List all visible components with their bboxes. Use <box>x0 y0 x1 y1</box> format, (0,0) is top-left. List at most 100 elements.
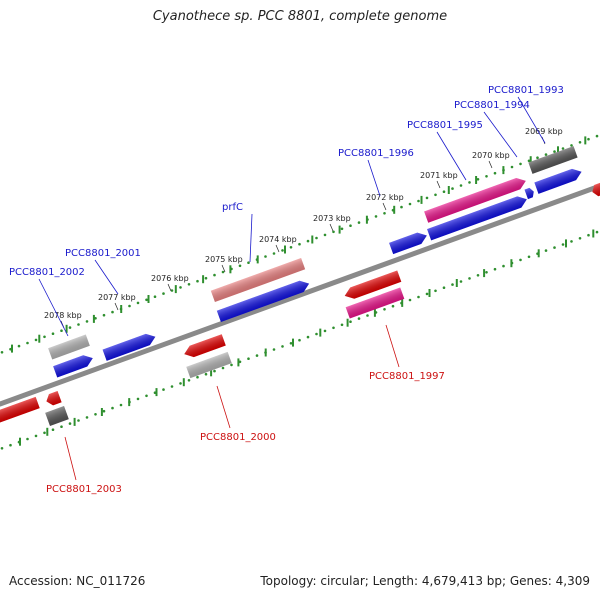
lower-track-dot <box>51 428 55 432</box>
gene-label-leader <box>367 159 381 197</box>
upper-track-dot <box>519 162 522 166</box>
gene-feature[interactable] <box>343 270 402 301</box>
gene-feature[interactable] <box>44 390 62 407</box>
upper-track-dot <box>544 153 548 156</box>
lower-track-dot <box>595 230 599 234</box>
upper-track-dot <box>374 215 378 218</box>
upper-track-dot <box>425 196 429 200</box>
lower-track-dot <box>527 255 531 259</box>
upper-track-dot <box>485 175 488 178</box>
gene-feature[interactable] <box>186 351 232 379</box>
gene-label[interactable]: PCC8801_1993 <box>488 85 564 96</box>
tick-label: 2077 kbp <box>98 293 136 302</box>
lower-track-dot <box>570 240 573 243</box>
gene-label[interactable]: PCC8801_2000 <box>200 432 276 443</box>
lower-track-dot <box>85 416 89 419</box>
lower-track-dot <box>281 345 284 348</box>
lower-track-dot <box>145 394 148 398</box>
lower-track-dot <box>459 280 463 283</box>
upper-track-dot <box>442 190 446 193</box>
lower-track-dot <box>255 354 259 357</box>
lower-track-dot <box>408 298 412 302</box>
tick-label: 2074 kbp <box>259 235 297 244</box>
lower-track-dot <box>272 348 276 351</box>
gene-feature[interactable] <box>45 406 69 426</box>
gene-label-leader <box>216 385 231 429</box>
lower-track-dot <box>391 304 395 308</box>
lower-track-dot <box>349 320 352 324</box>
upper-track-dot <box>400 205 403 209</box>
upper-track-dot <box>595 134 599 138</box>
upper-track-dot <box>145 298 148 302</box>
gene-label-leader <box>94 259 119 295</box>
gene-label-leader <box>517 96 546 144</box>
upper-track-dot <box>136 301 140 305</box>
gene-feature[interactable] <box>210 257 306 303</box>
genome-backbone <box>0 183 600 407</box>
upper-track-dot <box>408 202 412 206</box>
gene-feature[interactable] <box>182 334 226 360</box>
gene-feature[interactable] <box>424 175 528 223</box>
gene-feature[interactable] <box>389 230 429 255</box>
lower-track-dot <box>502 264 505 268</box>
gene-feature[interactable] <box>534 166 583 194</box>
gene-feature[interactable] <box>524 187 536 200</box>
tick-label: 2076 kbp <box>151 274 189 283</box>
gene-label[interactable]: prfC <box>222 202 243 213</box>
lower-track-dot <box>315 332 318 336</box>
map-title: Cyanothece sp. PCC 8801, complete genome <box>152 9 448 24</box>
upper-track-dot <box>85 320 89 323</box>
upper-track-dot <box>34 338 38 342</box>
gene-feature[interactable] <box>48 334 90 360</box>
gene-label[interactable]: PCC8801_1996 <box>338 148 414 159</box>
upper-track-dot <box>451 187 454 190</box>
gene-feature[interactable] <box>0 396 40 424</box>
gene-feature[interactable] <box>590 182 600 197</box>
upper-track-dot <box>561 147 565 150</box>
gene-feature[interactable] <box>102 331 158 361</box>
gene-label-leader <box>483 111 518 158</box>
gene-feature[interactable] <box>53 353 95 378</box>
upper-track-dot <box>111 310 114 314</box>
gene-label[interactable]: PCC8801_1995 <box>407 120 483 131</box>
tick-label: 2072 kbp <box>366 193 404 202</box>
lower-track-dot <box>213 369 216 373</box>
gene-feature[interactable] <box>427 194 529 241</box>
gene-feature[interactable] <box>528 146 578 174</box>
upper-track-dot <box>60 329 63 333</box>
upper-track-dot <box>298 242 301 246</box>
lower-track-dot <box>289 342 293 345</box>
gene-label-leader <box>436 131 467 181</box>
upper-track-dot <box>204 276 208 280</box>
upper-track-dot <box>196 279 199 283</box>
tick-leader <box>114 302 119 311</box>
lower-track-dot <box>578 237 582 240</box>
gene-label[interactable]: PCC8801_2003 <box>46 484 122 495</box>
gene-label[interactable]: PCC8801_1994 <box>454 100 530 111</box>
lower-track-dot <box>476 274 480 277</box>
upper-track-dot <box>238 264 242 268</box>
lower-track-dot <box>60 425 63 429</box>
tick-leader <box>221 264 226 273</box>
upper-track-dot <box>128 304 131 308</box>
upper-track-dot <box>323 233 327 237</box>
lower-tick-track <box>0 229 599 450</box>
gene-features <box>0 146 600 426</box>
gene-feature[interactable] <box>345 287 405 319</box>
gene-label[interactable]: PCC8801_1997 <box>369 371 445 382</box>
upper-track-dot <box>68 326 72 329</box>
lower-track-dot <box>561 243 565 246</box>
lower-track-dot <box>187 379 191 382</box>
upper-track-dot <box>306 239 310 243</box>
gene-label[interactable]: PCC8801_2001 <box>65 248 141 259</box>
upper-track-dot <box>493 171 497 175</box>
lower-track-dot <box>9 443 12 447</box>
upper-track-dot <box>264 255 267 258</box>
gene-label[interactable]: PCC8801_2002 <box>9 267 85 278</box>
upper-track-dot <box>553 150 556 153</box>
lower-track-dot <box>553 246 556 249</box>
gene-feature[interactable] <box>216 278 311 323</box>
lower-track-dot <box>417 295 420 299</box>
upper-track-dot <box>536 156 539 159</box>
